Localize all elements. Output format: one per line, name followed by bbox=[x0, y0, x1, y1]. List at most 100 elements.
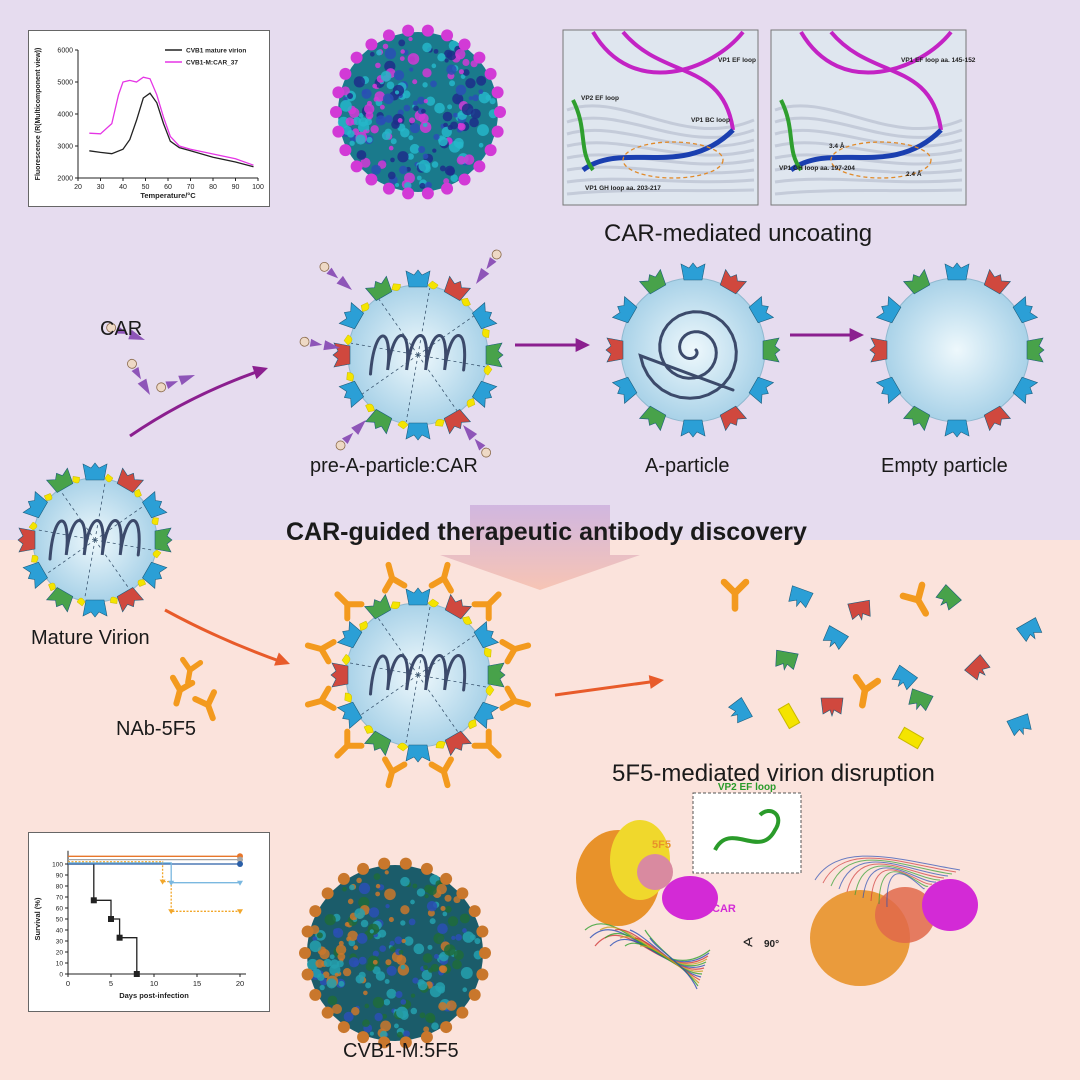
pre-a-particle-protein-block bbox=[405, 422, 431, 441]
car-domain bbox=[351, 420, 366, 435]
cvb1-car-cryoem-map-texture bbox=[381, 131, 391, 141]
survival-x-tick-label: 15 bbox=[193, 979, 201, 988]
structure-inset-b-vp2-ribbon bbox=[779, 99, 803, 172]
a-particle-protein-block bbox=[680, 262, 706, 281]
structure-inset-a-annotation: VP1 GH loop aa. 203-217 bbox=[585, 185, 661, 192]
mature-virion-protein-block bbox=[142, 561, 168, 590]
car-tail bbox=[335, 440, 346, 451]
pre-a-particle-protein-block bbox=[364, 409, 393, 435]
cvb1-car-cryoem-map-texture bbox=[444, 58, 449, 63]
mature-virion-yellow-wedge bbox=[43, 493, 53, 501]
survival-marker bbox=[237, 909, 243, 915]
pre-a-particle-yellow-wedge bbox=[482, 328, 490, 338]
cvb1-car-cryoem-map-texture bbox=[422, 68, 432, 78]
cvb1-car-cryoem-map-texture bbox=[431, 161, 439, 168]
cvb1-car-cryoem-map-texture bbox=[347, 93, 354, 100]
pre-a-particle-spoke bbox=[362, 354, 419, 395]
cvb1-car-cryoem-map-texture bbox=[393, 70, 405, 81]
cvb1-5f5-cryoem-map-texture bbox=[422, 953, 433, 963]
bound-car bbox=[476, 249, 502, 284]
rotated-car-density bbox=[922, 879, 978, 931]
pre-a-particle-segment bbox=[332, 334, 353, 368]
capsid-fragment bbox=[891, 664, 919, 691]
cvb1-car-cryoem-map-surface-bump bbox=[382, 29, 395, 42]
cvb1-5f5-cryoem-map-texture bbox=[417, 980, 428, 991]
cvb1-car-cryoem-map-texture bbox=[390, 138, 397, 145]
antibody-coated-virion-yellow-wedge bbox=[484, 647, 492, 658]
a-particle-segment bbox=[611, 295, 638, 324]
structure-inset-a-background-ribbon bbox=[566, 129, 755, 148]
pre-a-particle-protein-block bbox=[338, 380, 364, 409]
bound-antibody bbox=[334, 728, 365, 759]
cvb1-5f5-cryoem-map-texture bbox=[316, 932, 323, 939]
cvb1-car-cryoem-map-texture bbox=[463, 154, 475, 165]
pre-a-particle-yellow-wedge bbox=[435, 419, 445, 427]
cvb1-car-cryoem-map-texture bbox=[418, 146, 426, 154]
antibody-coated-virion-yellow-wedge bbox=[363, 725, 374, 734]
bound-antibody bbox=[471, 728, 502, 759]
empty-particle-protein-block bbox=[1012, 295, 1039, 324]
thermal-x-tick-label: 40 bbox=[119, 184, 127, 191]
pre-a-particle-yellow-wedge bbox=[343, 334, 353, 346]
yellow-fragment bbox=[897, 726, 925, 750]
a-particle-segment bbox=[605, 337, 624, 363]
pre-a-particle-yellow-wedge bbox=[461, 297, 471, 307]
cvb1-car-cryoem-map-texture bbox=[409, 143, 420, 154]
vp2-ef-loop-ribbon bbox=[713, 809, 781, 852]
pre-a-particle-protein-block bbox=[338, 301, 364, 330]
cvb1-5f5-cryoem-map-texture bbox=[365, 962, 375, 972]
pre-a-particle-yellow-wedge bbox=[360, 302, 370, 312]
structure-inset-a-annotation: VP1 EF loop bbox=[718, 57, 756, 64]
cvb1-car-cryoem-map-texture bbox=[353, 116, 362, 126]
cvb1-car-cryoem-map-surface-bump bbox=[441, 29, 454, 42]
antibody-coated-virion-protein-block bbox=[444, 730, 473, 757]
cvb1-car-cryoem-map-texture bbox=[412, 79, 418, 85]
structure-inset-b-background-ribbon bbox=[774, 177, 963, 184]
cvb1-5f5-cryoem-map-texture bbox=[375, 883, 381, 889]
discovery-title: CAR-guided therapeutic antibody discover… bbox=[286, 518, 807, 546]
cvb1-car-cryoem-map-surface-bump bbox=[458, 173, 471, 186]
car-domain bbox=[115, 325, 129, 334]
empty-particle-segment bbox=[983, 405, 1012, 432]
rotation-icon: ∢ bbox=[742, 934, 754, 950]
cvb1-5f5-cryoem-map-surface-bump bbox=[321, 887, 334, 900]
survival-marker bbox=[133, 971, 140, 977]
cvb1-car-cryoem-map-surface-bump bbox=[473, 160, 486, 173]
cvb1-car-cryoem-map-surface-bump bbox=[494, 106, 506, 118]
capsid-fragment-shape bbox=[775, 649, 799, 671]
cvb1-5f5-cryoem-map-texture bbox=[356, 933, 368, 944]
thermal-legend-entry: CVB1 mature virion bbox=[186, 48, 246, 55]
arrow-to-antibody-coated bbox=[164, 608, 283, 664]
bound-antibody bbox=[304, 685, 337, 711]
cvb1-car-cryoem-map-surface-bump bbox=[473, 51, 486, 64]
rotated-capsid-ribbon bbox=[854, 865, 941, 896]
mature-virion-protein-block bbox=[142, 490, 168, 519]
cvb1-car-cryoem-map-texture bbox=[384, 115, 393, 123]
cvb1-5f5-cryoem-map-texture bbox=[396, 1031, 403, 1038]
cvb1-5f5-cryoem-map-surface-bump bbox=[440, 872, 453, 885]
cvb1-5f5-cryoem-map-texture bbox=[329, 954, 335, 960]
transition-arrow bbox=[440, 505, 640, 590]
antibody-coated-virion-protein-block bbox=[405, 744, 431, 763]
cvb1-car-cryoem-map-texture bbox=[409, 123, 421, 134]
antibody-arm bbox=[205, 689, 217, 708]
capsid-ribbon bbox=[609, 938, 706, 968]
cvb1-car-cryoem-map-texture bbox=[439, 165, 446, 172]
mature-virion-segment bbox=[116, 467, 145, 498]
mature-virion-yellow-wedge bbox=[28, 521, 38, 531]
car-domain bbox=[326, 267, 339, 279]
structure-inset-a-vp1-ribbon bbox=[581, 128, 735, 173]
cvb1-car-cryoem-map-surface-bump bbox=[441, 182, 454, 195]
cvb1-car-cryoem-map-texture bbox=[392, 84, 405, 97]
structure-inset-a-background-ribbon bbox=[566, 104, 755, 131]
cvb1-5f5-cryoem-map-texture bbox=[393, 1023, 399, 1029]
cvb1-5f5-cryoem-map-surface-bump bbox=[337, 872, 350, 885]
cvb1-5f5-cryoem-map-surface-bump bbox=[456, 1006, 469, 1019]
cvb1-car-cryoem-map-texture bbox=[419, 121, 432, 133]
pre-a-particle-yellow-wedge bbox=[483, 364, 493, 376]
rotated-capsid-ribbon bbox=[822, 857, 957, 884]
cvb1-car-cryoem-map-texture bbox=[456, 155, 466, 165]
empty-particle-segment bbox=[944, 262, 970, 281]
cvb1-car-cryoem-map-surface-bump bbox=[332, 86, 345, 99]
cvb1-5f5-cryoem-map-texture bbox=[348, 939, 356, 947]
